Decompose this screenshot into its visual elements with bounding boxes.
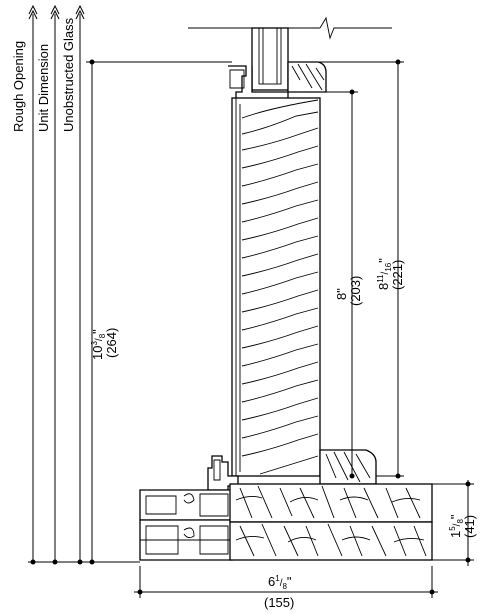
frame-depth-dimension [134,566,438,598]
sill-wood-grain [235,485,427,557]
sill-wood [229,483,433,561]
sill-height-label: 15/8" (41) [448,514,477,538]
svg-text:8": 8" [334,288,349,300]
sill-aluminum-profile [139,455,239,561]
sash-panel [231,97,321,477]
head-wall-section [188,16,392,101]
sash-height-dimension [288,59,404,479]
svg-text:(155): (155) [264,595,294,610]
svg-text:(221): (221) [390,260,405,290]
svg-text:(41): (41) [462,515,477,538]
svg-text:103/8": 103/8" [90,329,107,360]
sash-height-label: 811/16" (221) [376,258,405,290]
unit-dimension-label: Unit Dimension [36,44,51,132]
sill-stop [319,449,377,485]
unit-dimension-dimension [50,4,60,565]
glass-height-label: 8" (203) [334,276,363,306]
frame-depth-label: 61/8" (155) [264,574,294,610]
sill-height-dimension [432,480,474,566]
svg-text:811/16": 811/16" [376,258,393,290]
glass-height-dimension [320,89,358,479]
sash-wood-grain [241,99,319,475]
unobstructed-glass-label: Unobstructed Glass [61,17,76,132]
rough-opening-label: Rough Opening [11,41,26,132]
svg-text:(203): (203) [348,276,363,306]
svg-text:15/8": 15/8" [448,514,465,538]
svg-text:(264): (264) [104,328,119,358]
svg-text:61/8": 61/8" [268,574,292,591]
overall-height-label: 103/8" (264) [90,328,119,360]
unobstructed-glass-dimension [75,4,85,565]
